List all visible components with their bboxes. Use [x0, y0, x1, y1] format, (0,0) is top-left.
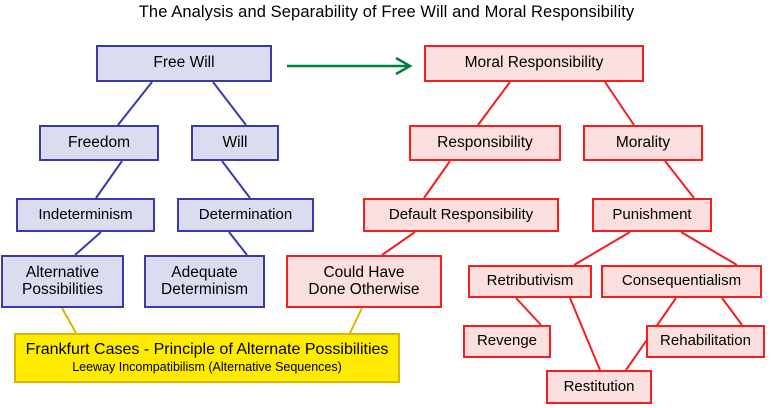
node-moral-responsibility[interactable]: Moral Responsibility — [424, 45, 644, 82]
node-revenge[interactable]: Revenge — [463, 325, 551, 358]
node-determination[interactable]: Determination — [177, 198, 314, 232]
node-free-will[interactable]: Free Will — [96, 45, 272, 82]
edge-freewill-freedom — [117, 81, 153, 126]
node-could-have-done-otherwise[interactable]: Could Have Done Otherwise — [286, 255, 442, 308]
node-freedom[interactable]: Freedom — [39, 125, 159, 161]
edge-freedom-indeterminism — [95, 160, 123, 199]
edge-chdo-frankfurt — [349, 307, 363, 334]
node-label: Default Responsibility — [388, 205, 534, 223]
node-label: Moral Responsibility — [464, 54, 604, 72]
edge-determination-adqdet — [228, 231, 248, 256]
edge-morality-punishment — [664, 160, 695, 199]
node-label: Will — [222, 133, 248, 151]
node-label: Restitution — [563, 377, 635, 395]
node-restitution[interactable]: Restitution — [546, 370, 652, 404]
frankfurt-title: Frankfurt Cases - Principle of Alternate… — [25, 340, 389, 358]
node-label: Morality — [615, 133, 671, 151]
edge-will-determination — [221, 160, 251, 199]
edge-defresp-chdo — [381, 231, 416, 256]
node-label: Retributivism — [486, 272, 574, 290]
edge-indeterminism-altposs — [74, 231, 102, 256]
frankfurt-subtitle: Leeway Incompatibilism (Alternative Sequ… — [72, 360, 342, 375]
node-label: Alternative Possibilities — [22, 263, 103, 298]
node-rehabilitation[interactable]: Rehabilitation — [646, 325, 765, 358]
node-alternative-possibilities[interactable]: Alternative Possibilities — [1, 255, 124, 308]
node-consequentialism[interactable]: Consequentialism — [601, 265, 762, 298]
node-label: Free Will — [153, 54, 215, 72]
node-frankfurt-cases[interactable]: Frankfurt Cases - Principle of Alternate… — [14, 333, 400, 383]
node-adequate-determinism[interactable]: Adequate Determinism — [144, 255, 265, 308]
node-label: Responsibility — [437, 133, 533, 151]
node-will[interactable]: Will — [191, 125, 279, 161]
node-label: Freedom — [67, 133, 131, 151]
edge-punishment-consequentialism — [680, 231, 738, 266]
page-title: The Analysis and Separability of Free Wi… — [138, 3, 635, 21]
node-label: Determination — [198, 205, 293, 223]
node-punishment[interactable]: Punishment — [592, 198, 712, 232]
edge-responsibility-defresp — [423, 160, 451, 199]
edge-mr-responsibility — [477, 81, 511, 126]
node-label: Adequate Determinism — [161, 263, 248, 298]
edge-altposs-frankfurt — [61, 307, 77, 334]
node-responsibility[interactable]: Responsibility — [409, 125, 561, 161]
edge-retributivism-revenge — [515, 297, 542, 326]
node-label: Rehabilitation — [660, 332, 751, 350]
node-retributivism[interactable]: Retributivism — [468, 265, 592, 298]
node-morality[interactable]: Morality — [583, 125, 703, 161]
node-default-responsibility[interactable]: Default Responsibility — [363, 198, 559, 232]
edge-freewill-will — [212, 81, 247, 126]
node-label: Indeterminism — [38, 205, 133, 223]
node-label: Consequentialism — [621, 272, 742, 290]
node-label: Revenge — [476, 332, 538, 350]
edge-consequentialism-rehabilitation — [721, 297, 743, 326]
node-label: Could Have Done Otherwise — [308, 263, 420, 298]
edge-retributivism-restitution — [569, 297, 601, 371]
node-label: Punishment — [612, 205, 692, 223]
node-indeterminism[interactable]: Indeterminism — [16, 198, 155, 232]
edge-punishment-retributivism — [573, 231, 631, 266]
green-arrow-icon — [287, 56, 413, 76]
edge-mr-morality — [604, 81, 635, 126]
